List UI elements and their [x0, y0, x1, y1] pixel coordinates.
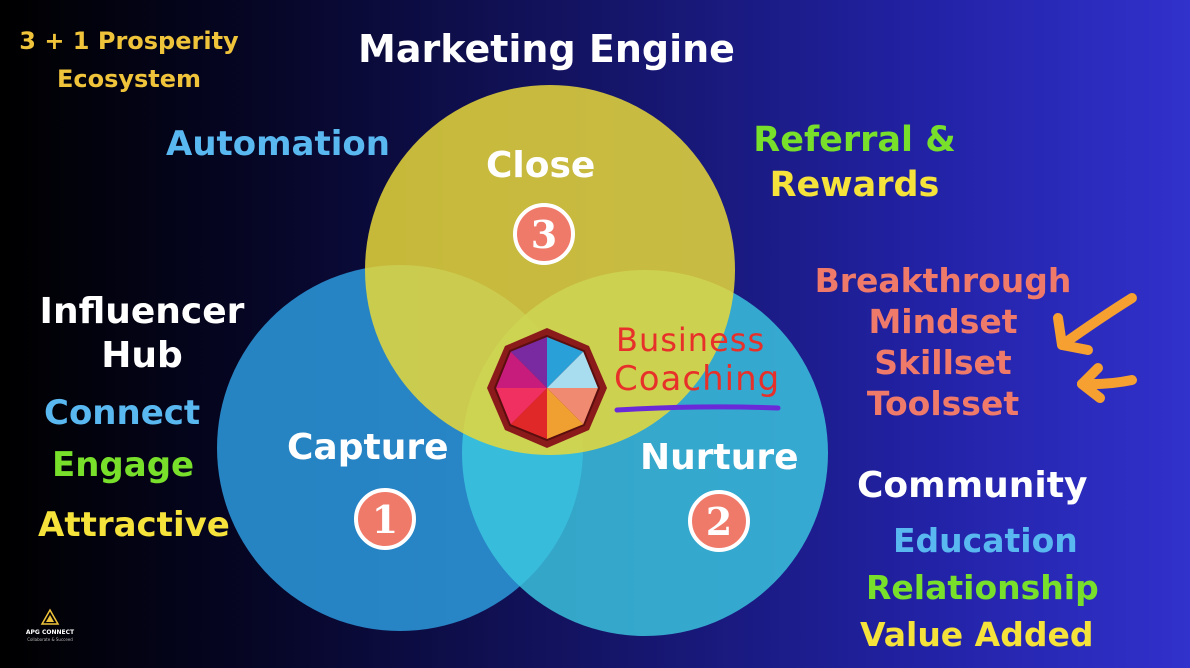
relationship-label: Relationship [866, 568, 1099, 607]
influencer-hub-heading: Influencer Hub [22, 290, 262, 378]
value-added-label: Value Added [860, 615, 1094, 654]
ecosystem-title-line2: Ecosystem [56, 65, 202, 93]
referral-rewards-heading: Referral & Rewards [722, 118, 987, 208]
logo-name: APG CONNECT [25, 629, 75, 636]
logo-icon [40, 608, 60, 625]
influencer-hub-line2: Hub [101, 335, 183, 376]
page-title: Marketing Engine [358, 27, 735, 71]
nurture-label: Nurture [640, 437, 799, 478]
capture-label: Capture [287, 427, 449, 468]
connect-label: Connect [44, 393, 201, 433]
capture-number-badge: 1 [354, 488, 416, 550]
close-circle [365, 85, 735, 455]
breakthrough-label: Breakthrough [814, 261, 1072, 300]
ecosystem-title-line1: 3 + 1 Prosperity [19, 27, 239, 55]
coaching-underline [614, 404, 781, 413]
logo: APG CONNECT Collaborate & Succeed [14, 630, 86, 642]
skillset-label: Skillset [874, 343, 1012, 382]
influencer-hub-line1: Influencer [39, 291, 245, 332]
close-number-badge: 3 [513, 203, 575, 265]
coaching-label: Coaching [614, 359, 781, 399]
nurture-number-badge: 2 [688, 490, 750, 552]
close-label: Close [486, 145, 596, 186]
breakthrough-list: Breakthrough Mindset Skillset Toolsset [798, 260, 1088, 424]
toolsset-label: Toolsset [866, 384, 1020, 423]
business-label: Business [616, 321, 766, 359]
arrow-icon [1077, 363, 1137, 403]
referral-line2: Rewards [769, 165, 940, 205]
education-label: Education [893, 521, 1078, 560]
business-coaching-icon [487, 328, 607, 448]
engage-label: Engage [52, 445, 195, 485]
mindset-label: Mindset [868, 302, 1018, 341]
referral-line1: Referral & [753, 120, 956, 160]
ecosystem-title: 3 + 1 Prosperity Ecosystem [14, 22, 244, 98]
logo-tagline: Collaborate & Succeed [27, 637, 73, 642]
attractive-label: Attractive [38, 505, 230, 545]
automation-label: Automation [166, 124, 390, 164]
arrow-icon [1053, 293, 1137, 355]
community-heading: Community [857, 465, 1088, 506]
